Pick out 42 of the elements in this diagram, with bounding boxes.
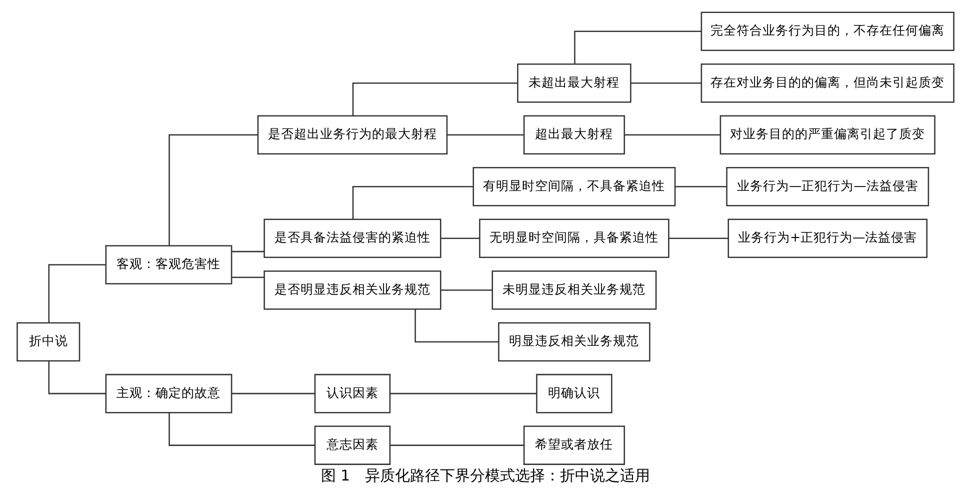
connector	[231, 250, 264, 252]
connector	[414, 309, 498, 342]
node-box: 希望或者放任	[522, 426, 624, 465]
connector	[390, 444, 524, 446]
node-box: 是否明显违反相关业务规范	[263, 270, 441, 310]
node-box: 业务行为—正犯行为—法益侵害	[726, 166, 929, 206]
node-box: 是否超出业务行为的最大射程	[256, 115, 448, 155]
node-box: 认识因素	[314, 374, 390, 414]
node-box: 未明显违反相关业务规范	[491, 270, 656, 310]
connector	[168, 412, 314, 446]
node-box: 是否具备法益侵害的紧迫性	[263, 218, 441, 258]
connector	[630, 82, 701, 84]
connector	[352, 186, 473, 220]
connector	[624, 134, 720, 136]
connector	[352, 82, 518, 116]
connector	[574, 30, 701, 64]
node-box: 业务行为+正犯行为—法益侵害	[727, 218, 927, 258]
node-box: 明确认识	[536, 374, 612, 414]
node-box: 明显违反相关业务规范	[498, 322, 650, 362]
node-box: 未超出最大射程	[516, 64, 631, 103]
node-box: 超出最大射程	[522, 115, 624, 155]
caption: 图 1 异质化路径下界分模式选择：折中说之适用	[320, 467, 650, 484]
node-box: 客观：客观危害性	[104, 245, 232, 284]
connector	[390, 392, 536, 394]
node-box: 无明显时空间隔，具备紧迫性	[478, 218, 669, 258]
node-box: 有明显时空间隔，不具备紧迫性	[472, 166, 676, 206]
connector	[48, 361, 106, 394]
connector	[231, 276, 264, 278]
connector	[440, 289, 492, 291]
connector	[668, 238, 728, 239]
node-box: 折中说	[16, 322, 80, 362]
node-box: 主观：确定的故意	[104, 374, 232, 414]
node-box: 意志因素	[314, 426, 390, 465]
connector	[440, 238, 480, 239]
connector	[446, 134, 524, 136]
connector	[168, 134, 258, 246]
node-box: 完全符合业务行为目的，不存在任何偏离	[700, 12, 954, 52]
node-box: 存在对业务目的的偏离，但尚未引起质变	[700, 64, 954, 103]
connector	[231, 392, 314, 394]
connector	[674, 186, 726, 188]
connector	[48, 264, 106, 323]
node-box: 对业务目的的严重偏离引起了质变	[719, 115, 935, 155]
